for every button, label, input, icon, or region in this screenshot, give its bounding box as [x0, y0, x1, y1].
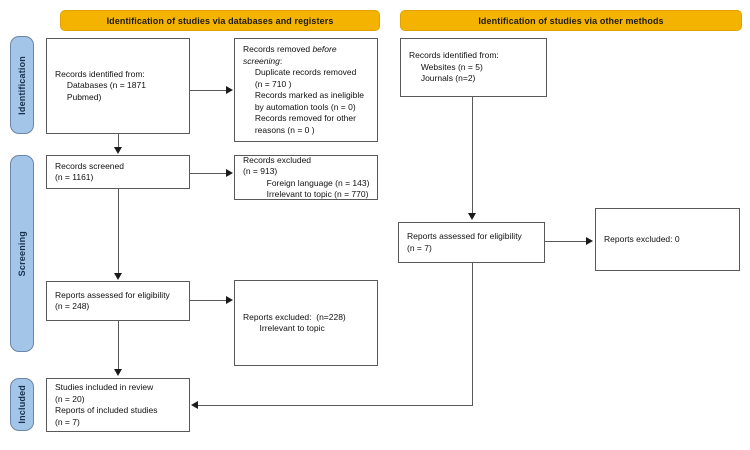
banner-databases-label: Identification of studies via databases …: [106, 15, 334, 26]
arrowhead-assessed-to-excluded228: [226, 296, 233, 304]
stage-screening: Screening: [10, 155, 34, 352]
box-records-removed-text: Records removed before screening: Duplic…: [235, 44, 377, 136]
box-studies-included-text: Studies included in review (n = 20) Repo…: [55, 382, 158, 427]
connector-assessed-other-down: [472, 263, 473, 405]
box-reports-assessed-eligibility: Reports assessed for eligibility (n = 24…: [46, 281, 190, 321]
stage-identification-label: Identification: [17, 55, 27, 115]
box-records-excluded-text: Records excluded (n = 913) Foreign langu…: [243, 154, 370, 200]
records-removed-screening-italic: screening: [243, 55, 280, 66]
arrowhead-screened-to-assessed: [114, 273, 122, 280]
banner-databases-and-registers: Identification of studies via databases …: [60, 10, 380, 31]
connector-assessed-other-to-excluded-zero: [545, 241, 587, 242]
arrowhead-screened-to-excluded: [226, 169, 233, 177]
box-reports-assessed-eligibility-other: Reports assessed for eligibility (n = 7): [398, 222, 545, 263]
records-removed-colon: :: [279, 55, 283, 66]
arrowhead-identified-to-screened: [114, 147, 122, 154]
connector-identified-other-to-assessed-other: [472, 97, 473, 214]
banner-other-label: Identification of studies via other meth…: [478, 15, 664, 26]
box-records-identified-text: Records identified from: Databases (n = …: [55, 68, 146, 102]
arrowhead-assessed-to-included: [114, 369, 122, 376]
connector-assessed-to-excluded228: [190, 300, 227, 301]
box-records-screened-text: Records screened (n = 1161): [55, 160, 124, 183]
connector-assessed-other-to-included: [198, 405, 473, 406]
stage-identification: Identification: [10, 36, 34, 134]
banner-other-methods: Identification of studies via other meth…: [400, 10, 742, 31]
box-records-excluded: Records excluded (n = 913) Foreign langu…: [234, 155, 378, 200]
arrowhead-identified-to-removed: [226, 86, 233, 94]
box-reports-excluded-zero-text: Reports excluded: 0: [604, 233, 680, 244]
connector-identified-to-removed: [190, 90, 227, 91]
records-removed-before-italic: before: [312, 44, 337, 54]
box-reports-assessed-other-text: Reports assessed for eligibility (n = 7): [407, 231, 522, 253]
box-reports-assessed-text: Reports assessed for eligibility (n = 24…: [55, 289, 170, 312]
box-records-identified-databases: Records identified from: Databases (n = …: [46, 38, 190, 134]
connector-screened-to-excluded: [190, 173, 227, 174]
connector-screened-to-assessed: [118, 189, 119, 274]
box-studies-included-in-review: Studies included in review (n = 20) Repo…: [46, 378, 190, 432]
box-records-identified-other-text: Records identified from: Websites (n = 5…: [409, 50, 499, 84]
connector-identified-to-screened: [118, 134, 119, 148]
stage-included-label: Included: [17, 385, 27, 424]
arrowhead-assessed-other-to-excluded-zero: [586, 237, 593, 245]
connector-assessed-to-included: [118, 321, 119, 370]
box-reports-excluded-228: Reports excluded: (n=228) Irrelevant to …: [234, 280, 378, 366]
records-removed-body: Duplicate records removed (n = 710 ) Rec…: [254, 67, 364, 135]
box-records-screened: Records screened (n = 1161): [46, 155, 190, 189]
stage-screening-label: Screening: [17, 230, 27, 277]
arrowhead-identified-other-to-assessed-other: [468, 213, 476, 220]
records-removed-lead: Records removed: [243, 44, 313, 54]
arrowhead-assessed-other-to-included: [191, 401, 198, 409]
box-reports-excluded-228-text: Reports excluded: (n=228) Irrelevant to …: [243, 311, 346, 334]
box-records-identified-other-methods: Records identified from: Websites (n = 5…: [400, 38, 547, 97]
stage-included: Included: [10, 378, 34, 431]
box-records-removed-before-screening: Records removed before screening: Duplic…: [234, 38, 378, 142]
box-reports-excluded-zero: Reports excluded: 0: [595, 208, 740, 271]
